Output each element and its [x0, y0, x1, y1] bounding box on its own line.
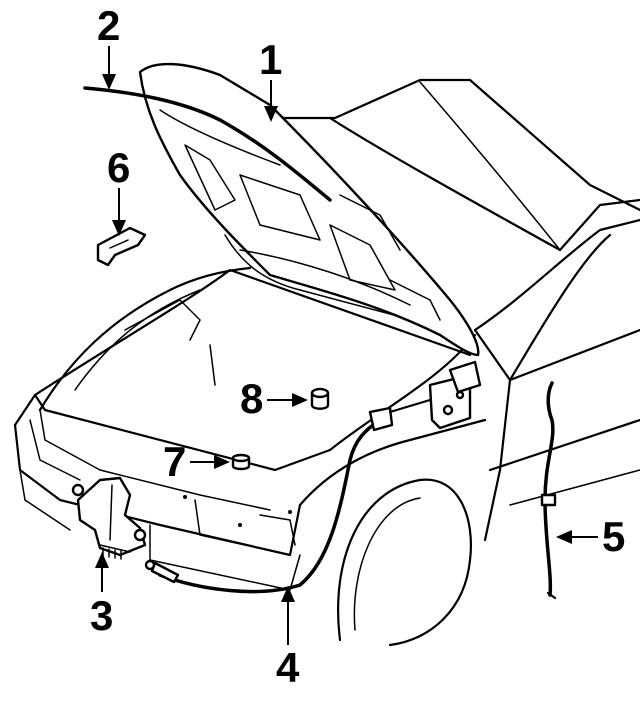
hood-weatherstrip: [83, 86, 332, 202]
callout-number: 6: [107, 144, 130, 191]
callout-2: 2: [97, 2, 120, 90]
callout-number: 3: [90, 592, 113, 639]
callout-6: 6: [107, 144, 130, 236]
hood-bumper-8: [310, 387, 330, 410]
callout-4: 4: [276, 586, 300, 691]
callout-number: 1: [259, 36, 282, 83]
hood-hinge: [96, 226, 147, 267]
hood-release-cable: [144, 360, 482, 594]
hood-bumper-7: [231, 453, 251, 471]
callout-number: 5: [602, 513, 625, 560]
hood-panel: [138, 62, 480, 357]
callout-number: 2: [97, 2, 120, 49]
vehicle-body: [13, 78, 640, 647]
callout-1: 1: [259, 36, 282, 122]
callout-number: 4: [276, 644, 300, 691]
hood-latch: [71, 476, 147, 560]
callout-number: 7: [163, 438, 186, 485]
hood-prop-rod: [540, 381, 557, 600]
callout-8: 8: [240, 375, 308, 422]
callout-5: 5: [556, 513, 625, 560]
callout-3: 3: [90, 552, 113, 639]
callout-7: 7: [163, 438, 230, 485]
callout-number: 8: [240, 375, 263, 422]
